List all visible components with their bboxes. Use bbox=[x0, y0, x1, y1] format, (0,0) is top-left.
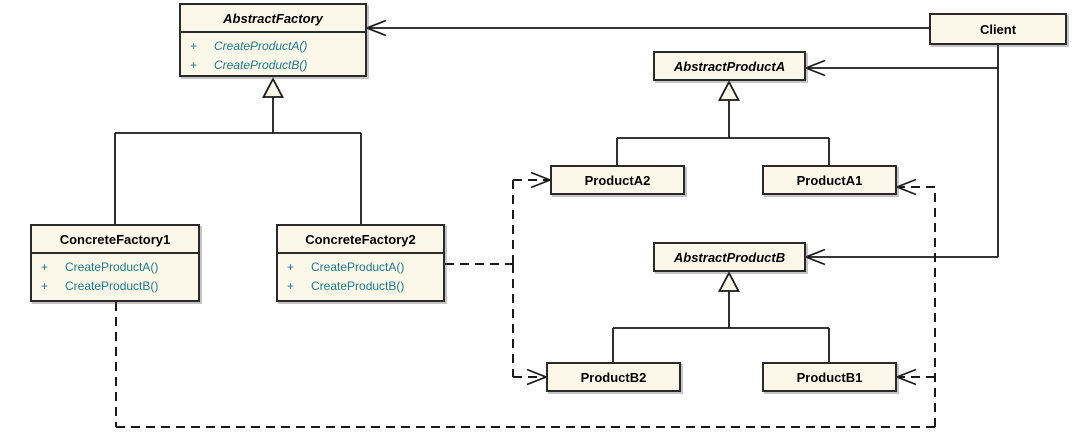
class-box-concrete-factory1[interactable]: ConcreteFactory1 + CreateProductA() + Cr… bbox=[30, 224, 200, 302]
visibility-marker: + bbox=[190, 39, 198, 53]
method-signature: CreateProductA() bbox=[65, 260, 159, 274]
visibility-marker: + bbox=[287, 279, 295, 293]
method-signature: CreateProductB() bbox=[65, 279, 159, 293]
method-signature: CreateProductB() bbox=[311, 279, 405, 293]
method-row: + CreateProductB() bbox=[32, 277, 198, 296]
method-row: + CreateProductA() bbox=[32, 258, 198, 277]
class-name: ProductB1 bbox=[796, 369, 863, 385]
generalization-products-a-to-abstract-product-a bbox=[616, 80, 830, 165]
class-name: AbstractProductB bbox=[673, 249, 786, 265]
class-box-concrete-factory2[interactable]: ConcreteFactory2 + CreateProductA() + Cr… bbox=[276, 224, 445, 302]
class-name: AbstractProductA bbox=[673, 58, 786, 74]
dependency-concrete-factory1-to-products bbox=[115, 178, 936, 428]
class-name: ConcreteFactory1 bbox=[32, 226, 198, 254]
class-name: ProductA1 bbox=[796, 172, 863, 188]
generalization-products-b-to-abstract-product-b bbox=[612, 271, 830, 362]
visibility-marker: + bbox=[287, 260, 295, 274]
association-client-to-abstract-factory bbox=[364, 19, 929, 37]
class-box-abstract-product-b[interactable]: AbstractProductB bbox=[653, 242, 806, 272]
association-client-to-abstract-product-b bbox=[803, 248, 998, 266]
method-signature: CreateProductA() bbox=[311, 260, 405, 274]
generalization-concrete-factories-to-abstract-factory bbox=[114, 77, 362, 224]
method-row: + CreateProductA() bbox=[278, 258, 443, 277]
visibility-marker: + bbox=[190, 58, 198, 72]
methods-compartment: + CreateProductA() + CreateProductB() bbox=[181, 33, 365, 75]
class-box-product-b2[interactable]: ProductB2 bbox=[546, 362, 681, 392]
method-row: + CreateProductA() bbox=[181, 37, 365, 56]
association-client-to-abstract-product-a bbox=[803, 59, 998, 77]
method-signature: CreateProductB() bbox=[214, 58, 308, 72]
class-box-product-a1[interactable]: ProductA1 bbox=[762, 165, 897, 195]
class-box-client[interactable]: Client bbox=[929, 13, 1067, 45]
methods-compartment: + CreateProductA() + CreateProductB() bbox=[32, 254, 198, 296]
class-box-abstract-product-a[interactable]: AbstractProductA bbox=[653, 51, 806, 81]
class-name: AbstractFactory bbox=[181, 5, 365, 33]
class-box-abstract-factory[interactable]: AbstractFactory + CreateProductA() + Cre… bbox=[179, 3, 367, 77]
visibility-marker: + bbox=[41, 260, 49, 274]
methods-compartment: + CreateProductA() + CreateProductB() bbox=[278, 254, 443, 296]
class-box-product-b1[interactable]: ProductB1 bbox=[762, 362, 897, 392]
dependency-concrete-factory2-to-products bbox=[445, 171, 553, 386]
class-box-product-a2[interactable]: ProductA2 bbox=[550, 165, 685, 195]
class-name: Client bbox=[979, 21, 1017, 37]
method-row: + CreateProductB() bbox=[181, 56, 365, 75]
class-name: ConcreteFactory2 bbox=[278, 226, 443, 254]
method-signature: CreateProductA() bbox=[214, 39, 308, 53]
method-row: + CreateProductB() bbox=[278, 277, 443, 296]
visibility-marker: + bbox=[41, 279, 49, 293]
class-name: ProductB2 bbox=[580, 369, 647, 385]
class-name: ProductA2 bbox=[584, 172, 651, 188]
